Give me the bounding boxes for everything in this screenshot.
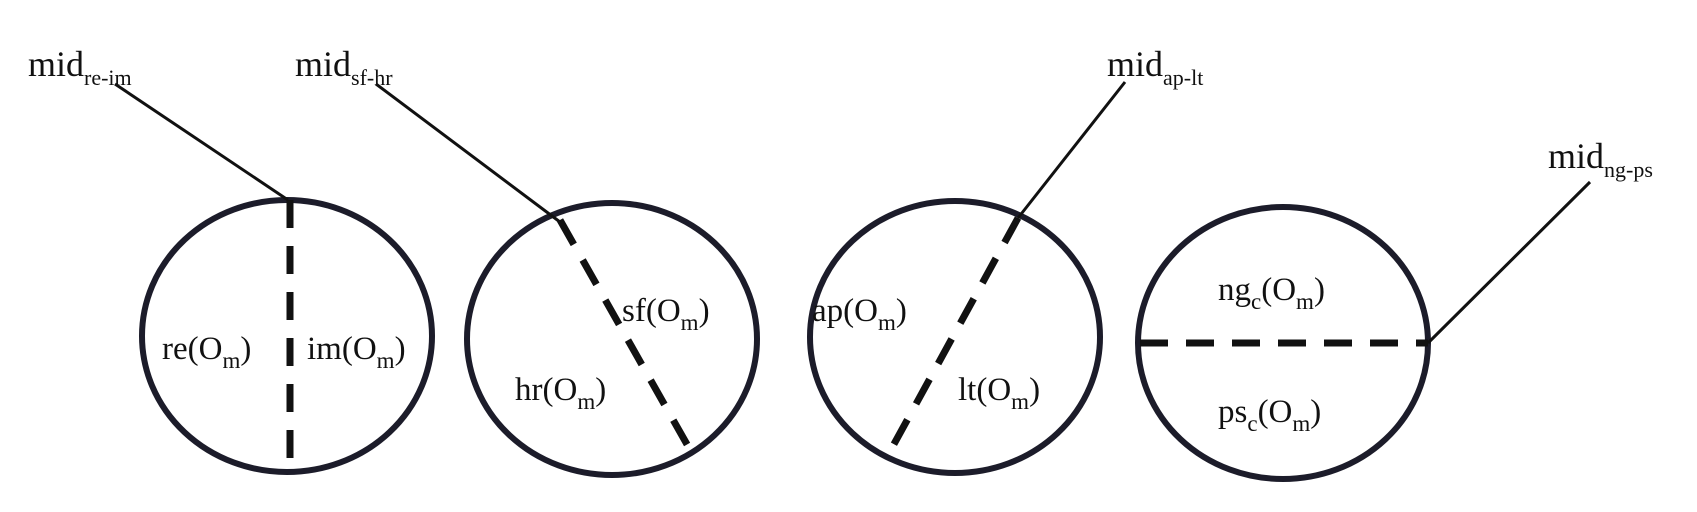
diagram-ap-lt: midap-lt ap(Om) lt(Om) bbox=[807, 44, 1203, 476]
diagram-re-im: midre-im re(Om) im(Om) bbox=[28, 44, 435, 475]
region-label-ps: psc(Om) bbox=[1218, 394, 1321, 436]
mid-label-sf-hr: midsf-hr bbox=[295, 44, 393, 90]
region-label-lt: lt(Om) bbox=[958, 372, 1040, 414]
leader-line-ap-lt bbox=[1016, 81, 1127, 219]
region-label-hr: hr(Om) bbox=[515, 372, 606, 414]
circle-ap-lt bbox=[807, 198, 1103, 476]
region-label-ap: ap(Om) bbox=[812, 293, 907, 335]
region-label-im: im(Om) bbox=[307, 331, 406, 373]
leader-line-sf-hr bbox=[375, 82, 561, 224]
divider-sf-hr bbox=[556, 218, 697, 457]
region-label-ng: ngc(Om) bbox=[1218, 272, 1325, 314]
divider-ap-lt bbox=[884, 216, 1022, 457]
region-label-sf: sf(Om) bbox=[622, 293, 710, 335]
diagram-ng-ps: midng-ps ngc(Om) psc(Om) bbox=[1135, 136, 1653, 482]
region-label-re: re(Om) bbox=[162, 331, 251, 373]
mid-label-ng-ps: midng-ps bbox=[1548, 136, 1653, 182]
leader-line-re-im bbox=[114, 82, 289, 202]
mid-label-re-im: midre-im bbox=[28, 44, 132, 90]
leader-line-ng-ps bbox=[1426, 180, 1592, 345]
mid-label-ap-lt: midap-lt bbox=[1107, 44, 1203, 90]
diagram-sf-hr: midsf-hr sf(Om) hr(Om) bbox=[295, 44, 760, 478]
circle-sf-hr bbox=[464, 200, 760, 478]
